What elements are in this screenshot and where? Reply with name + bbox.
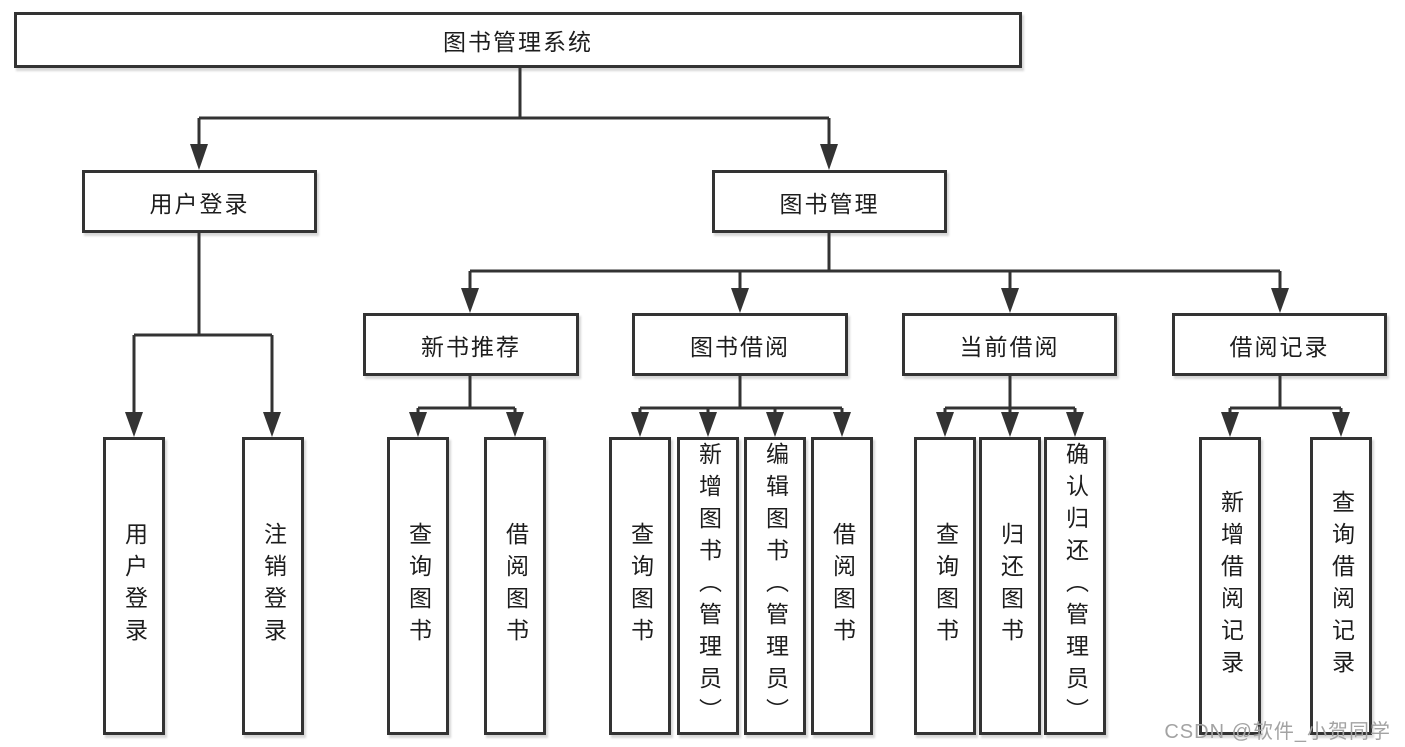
node-user-login: 用户登录 <box>82 170 317 233</box>
leaf-edit-books-admin: 编辑图书（管理员） <box>744 437 806 735</box>
leaf-borrow-books: 借阅图书 <box>811 437 873 735</box>
leaf-return-books: 归还图书 <box>979 437 1041 735</box>
leaf-borrow-books-recommend: 借阅图书 <box>484 437 546 735</box>
csdn-watermark: CSDN @软件_小贺同学 <box>1164 721 1391 743</box>
node-borrow-records: 借阅记录 <box>1172 313 1387 376</box>
node-library-system: 图书管理系统 <box>14 12 1022 68</box>
leaf-add-books-admin: 新增图书（管理员） <box>677 437 739 735</box>
leaf-query-books-recommend: 查询图书 <box>387 437 449 735</box>
leaf-confirm-return-admin: 确认归还（管理员） <box>1044 437 1106 735</box>
leaf-query-books-borrow: 查询图书 <box>609 437 671 735</box>
node-new-book-recommend: 新书推荐 <box>363 313 579 376</box>
node-current-borrow: 当前借阅 <box>902 313 1117 376</box>
node-book-borrow: 图书借阅 <box>632 313 848 376</box>
node-book-management: 图书管理 <box>712 170 947 233</box>
leaf-user-login: 用户登录 <box>103 437 165 735</box>
leaf-logout: 注销登录 <box>242 437 304 735</box>
leaf-query-borrow-record: 查询借阅记录 <box>1310 437 1372 735</box>
leaf-add-borrow-record: 新增借阅记录 <box>1199 437 1261 735</box>
arrowheads <box>125 144 1350 437</box>
leaf-query-books-current: 查询图书 <box>914 437 976 735</box>
